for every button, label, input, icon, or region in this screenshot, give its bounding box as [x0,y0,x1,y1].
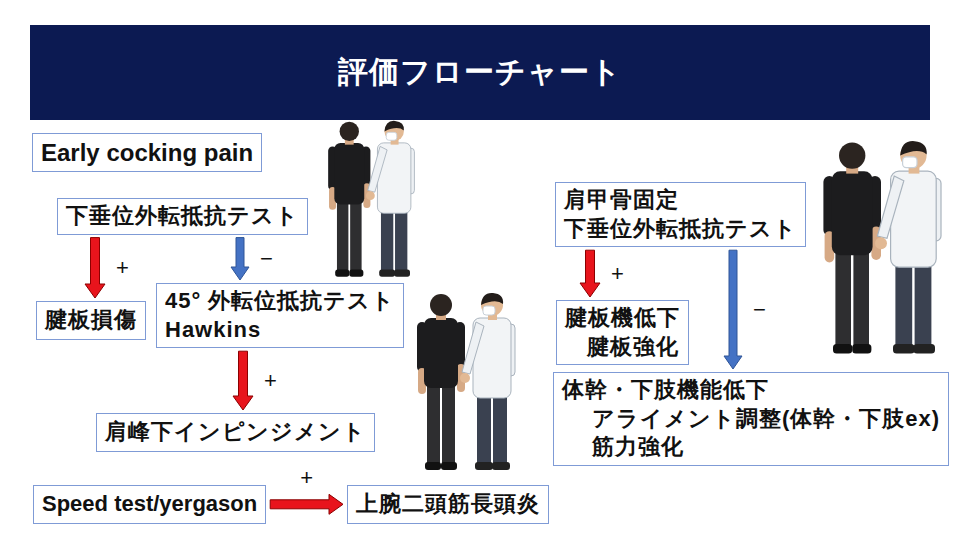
node-text: Hawkins [165,316,395,345]
edge-label: − [257,247,276,271]
exam-photo [417,293,515,470]
node-box: 上腕二頭筋長頭炎 [347,485,549,524]
node-text: アライメント調整(体幹・下肢ex) [562,405,940,434]
node-box: 下垂位外転抵抗テスト [57,198,308,235]
edge-label: + [261,369,280,393]
node-box: 体幹・下肢機能低下アライメント調整(体幹・下肢ex)筋力強化 [553,372,949,466]
title-text: 評価フローチャート [338,52,622,93]
title-banner: 評価フローチャート [30,25,930,120]
node-text: 筋力強化 [562,433,940,462]
node-text: 下垂位外転抵抗テスト [66,202,299,231]
node-text: 肩甲骨固定 下垂位外転抵抗テスト [564,186,797,243]
node-box: 肩甲骨固定 下垂位外転抵抗テスト [555,182,806,247]
node-text: Speed test/yergason [42,490,257,519]
node-text: 腱板機低下 [565,304,680,333]
node-box: Early cocking pain [32,133,262,172]
node-text: 腱板強化 [565,333,680,362]
block-arrow [580,250,600,297]
edge-label: + [113,256,132,280]
node-box: Speed test/yergason [33,485,266,524]
exam-photo [328,121,414,277]
block-arrow [233,351,253,410]
block-arrow [85,238,105,298]
edge-label: − [750,298,769,322]
node-text: Early cocking pain [41,137,253,168]
node-text: 肩峰下インピンジメント [105,418,366,447]
exam-photo [823,141,941,353]
node-text: 45° 外転位抵抗テスト [165,287,395,316]
node-box: 腱板損傷 [36,301,146,340]
block-arrow [270,494,343,514]
node-text: 体幹・下肢機能低下 [562,376,940,405]
edge-label: + [608,262,627,286]
node-box: 肩峰下インピンジメント [96,413,375,452]
block-arrow [724,250,742,369]
node-text: 上腕二頭筋長頭炎 [356,490,540,519]
node-box: 45° 外転位抵抗テストHawkins [156,283,404,348]
node-box: 腱板機低下腱板強化 [556,300,689,365]
edge-label: + [297,466,316,490]
block-arrow [231,238,249,280]
node-text: 腱板損傷 [45,306,137,335]
